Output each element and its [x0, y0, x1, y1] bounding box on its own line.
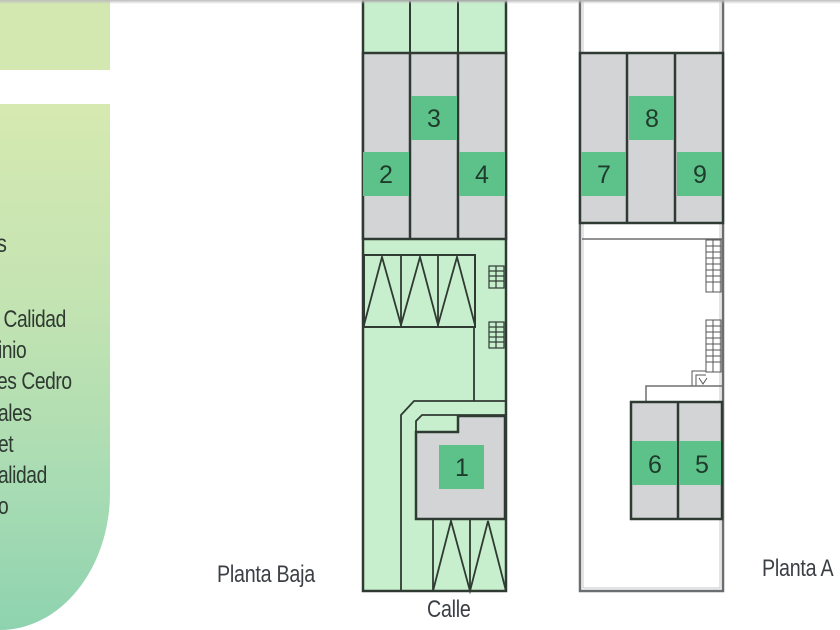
upper-floor-inner-outline [582, 0, 721, 589]
feature-item: inio [0, 337, 27, 365]
parking-zigzag [363, 253, 476, 329]
unit-3-number: 3 [427, 105, 441, 133]
driveway-outline [400, 400, 506, 591]
unit-7-number: 7 [597, 161, 611, 189]
upper-floor-plan: 7 8 9 6 5 [578, 0, 725, 593]
unit-7-tile[interactable] [581, 152, 626, 196]
feature-item: et [0, 430, 14, 458]
feature-item: o [0, 491, 72, 522]
unit-1-tile[interactable] [439, 445, 484, 489]
unit-2-tile[interactable] [363, 152, 409, 196]
parking-area [363, 254, 476, 328]
units-block-2-4 [361, 51, 508, 241]
parking-zigzag [432, 517, 507, 595]
unit-1-number: 1 [455, 454, 469, 482]
unit-4-tile[interactable] [459, 152, 505, 196]
features-list: º Calidad inio es Cedro ales et alidad o [0, 304, 90, 522]
unit-8-number: 8 [645, 105, 659, 133]
feature-item: ales [0, 399, 32, 427]
upper-floor-label: Planta A [762, 555, 834, 582]
ground-floor-label: Planta Baja [217, 561, 315, 588]
sidebar-features-panel: as º Calidad inio es Cedro ales et alida… [0, 104, 110, 630]
feature-item: alidad [0, 461, 47, 489]
unit-9-number: 9 [693, 161, 707, 189]
features-heading: as [0, 230, 7, 259]
unit-2-number: 2 [379, 161, 393, 189]
unit-8-tile[interactable] [629, 96, 674, 140]
unit-5-number: 5 [695, 451, 709, 479]
unit-4-number: 4 [475, 161, 489, 189]
unit-6-number: 6 [648, 451, 662, 479]
landing-outline [645, 385, 722, 402]
unit-9-tile[interactable] [677, 152, 722, 196]
feature-item: º Calidad [0, 306, 66, 333]
ground-floor-plan: 2 3 4 1 [361, 0, 508, 595]
unit-3-tile[interactable] [411, 96, 457, 140]
feature-item: es Cedro [0, 368, 72, 396]
window-top-edge [0, 0, 840, 4]
stairs-icon [691, 239, 722, 386]
sidebar-top-panel [0, 0, 110, 70]
unit-5-6-tile[interactable] [632, 441, 721, 485]
stairs-icon [488, 265, 505, 349]
street-label: Calle [427, 596, 471, 623]
